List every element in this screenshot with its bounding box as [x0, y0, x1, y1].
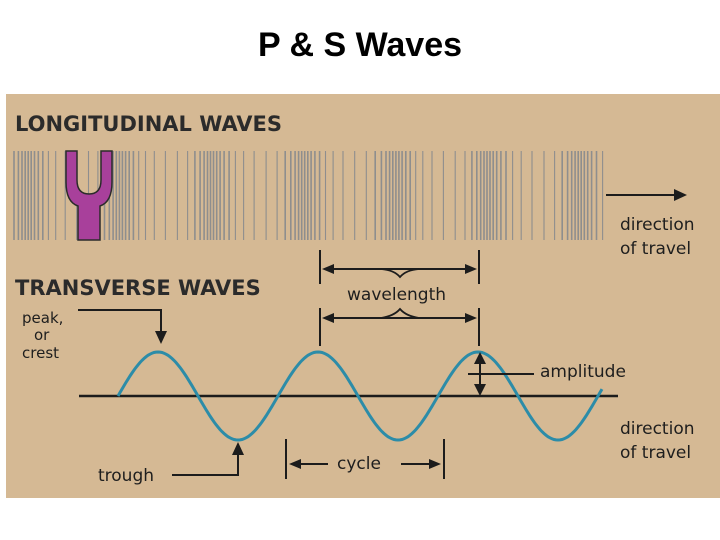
peak-label-line3: crest — [22, 344, 59, 362]
wavelength-marker-lower — [319, 307, 480, 346]
cycle-label: cycle — [337, 454, 381, 474]
amplitude-label: amplitude — [540, 362, 626, 382]
trough-label: trough — [98, 466, 154, 486]
trough-pointer-arrow — [172, 442, 244, 476]
longitudinal-direction-line2: of travel — [620, 239, 691, 259]
amplitude-marker — [468, 352, 534, 396]
longitudinal-direction-arrow — [606, 189, 687, 201]
transverse-heading: TRANSVERSE WAVES — [15, 276, 261, 300]
peak-pointer-arrow — [78, 309, 167, 344]
slide-title: P & S Waves — [257, 26, 463, 64]
peak-label-line1: peak, — [22, 309, 63, 327]
transverse-direction-line1: direction — [620, 419, 695, 439]
wavelength-marker-upper — [319, 250, 480, 284]
wavelength-label: wavelength — [347, 285, 446, 305]
cycle-marker — [285, 439, 445, 479]
wave-diagram: LONGITUDINAL WAVES direction of travel T… — [6, 94, 720, 498]
compression-lines — [13, 151, 604, 240]
transverse-direction-line2: of travel — [620, 443, 691, 463]
tuning-fork-icon — [65, 150, 113, 241]
transverse-wave-line — [116, 350, 604, 442]
longitudinal-direction-line1: direction — [620, 215, 695, 235]
wave-diagram-panel: LONGITUDINAL WAVES direction of travel T… — [6, 94, 720, 498]
peak-label-line2: or — [34, 326, 50, 344]
longitudinal-heading: LONGITUDINAL WAVES — [15, 112, 282, 136]
